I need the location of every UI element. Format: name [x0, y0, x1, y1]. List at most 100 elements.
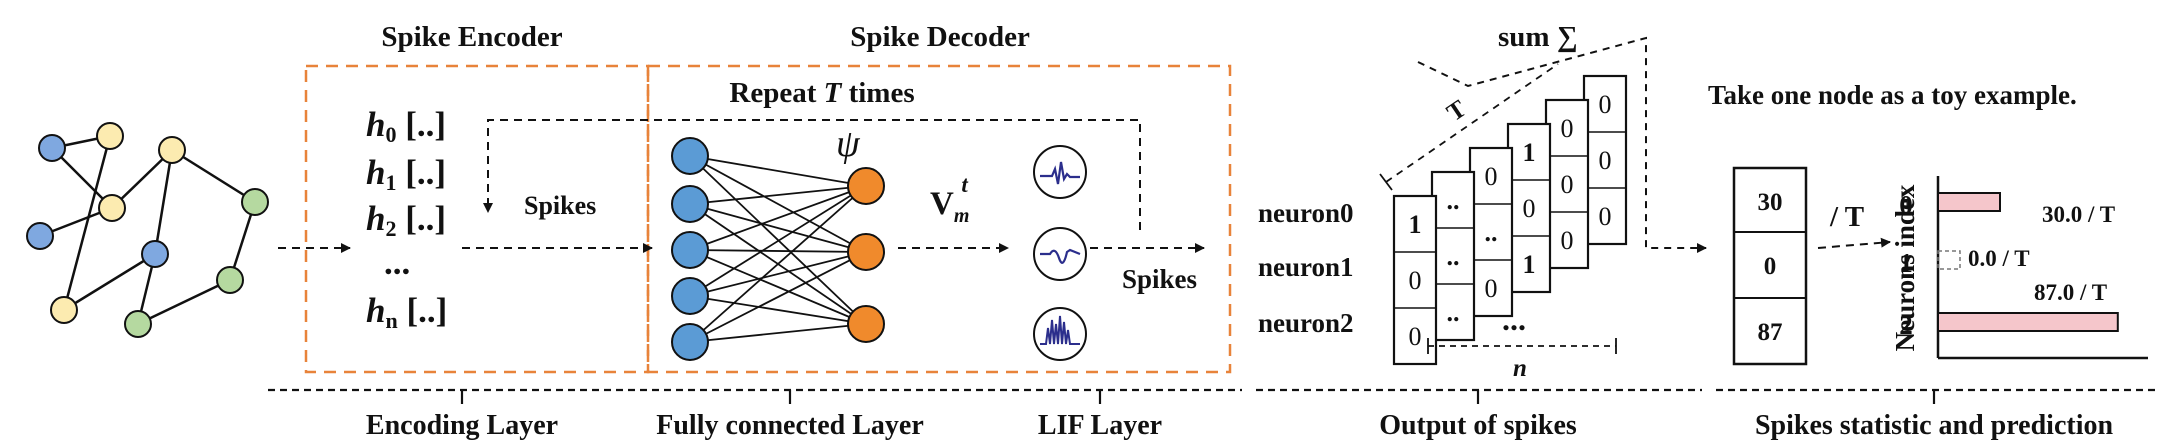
n-label: n — [1513, 355, 1527, 382]
chart-tick-label: 1 — [1899, 248, 1913, 278]
encoder-spikes-label: Spikes — [524, 191, 596, 220]
spike-encoder-title: Spike Encoder — [381, 21, 562, 53]
repeat-label: Repeat T times — [729, 77, 914, 109]
chart-tick-label: 0 — [1899, 190, 1913, 220]
arrow-to-prediction — [1817, 237, 1891, 249]
psi-symbol: ψ — [836, 123, 861, 165]
spike-value: .. — [1447, 298, 1460, 327]
spike-value: 0 — [1485, 274, 1498, 303]
repeat-loop-line — [483, 119, 1141, 230]
fc-input-neuron — [671, 323, 709, 361]
spike-value: 1 — [1409, 210, 1422, 239]
spike-count: 0 — [1764, 253, 1777, 280]
spike-value: .. — [1485, 218, 1498, 247]
lif-neuron — [1033, 227, 1087, 281]
chart-axis-title: Neurons index — [1890, 184, 1920, 351]
divide-by-t-label: / T — [1829, 201, 1864, 233]
lif-neuron — [1033, 307, 1087, 361]
fc-input-neurons — [671, 137, 709, 361]
graph-node — [96, 122, 124, 150]
svg-text:...: ... — [384, 243, 410, 282]
neuron-label: neuron2 — [1258, 308, 1354, 338]
svg-text:h0 [..]: h0 [..] — [366, 105, 446, 147]
graph-node — [38, 134, 66, 162]
svg-text:h1 [..]: h1 [..] — [366, 153, 446, 195]
chart-data-label: 87.0 / T — [2034, 280, 2107, 305]
spike-value: 0 — [1599, 146, 1612, 175]
fc-input-neuron — [671, 277, 709, 315]
spike-value: 0 — [1561, 114, 1574, 143]
spike-value: 0 — [1523, 194, 1536, 223]
lif-trace — [1040, 248, 1081, 264]
chart-data-label: 30.0 / T — [2042, 202, 2115, 227]
graph-node — [124, 310, 152, 338]
lif-trace — [1040, 161, 1080, 185]
prediction-chart: Neurons index 0 30.0 / T 1 0.0 / T 2 87.0 / T — [1890, 176, 2148, 360]
fc-input-neuron — [671, 185, 709, 223]
graph-node — [50, 296, 78, 324]
spike-value: 0 — [1561, 170, 1574, 199]
fc-output-neurons — [847, 167, 885, 343]
toy-example-caption: Take one node as a toy example. — [1708, 80, 2077, 110]
sum-label: sum ∑ — [1498, 21, 1578, 53]
t-dimension-marker — [1379, 63, 1559, 191]
t-label: T — [1442, 95, 1471, 127]
graph-node — [26, 222, 54, 250]
membrane-potential-label: Vmt — [930, 172, 969, 227]
footer-label: Fully connected Layer — [656, 410, 924, 441]
spike-frame: ...... — [1430, 170, 1476, 342]
spike-encoder-box — [304, 64, 650, 374]
spike-value: .. — [1447, 242, 1460, 271]
fc-output-neuron — [847, 167, 885, 205]
graph-node — [216, 266, 244, 294]
graph-node — [141, 240, 169, 268]
sum-bracket — [1417, 36, 1707, 253]
spike-value: 0 — [1599, 202, 1612, 231]
fully-connected-edges — [689, 155, 867, 343]
spike-frame: 0.. 0 — [1468, 146, 1514, 318]
spike-value: 1 — [1523, 250, 1536, 279]
spike-decoder-box — [646, 64, 1232, 374]
spike-count: 87 — [1758, 319, 1783, 346]
input-graph — [26, 122, 269, 338]
spike-frame: 0 0 0 — [1582, 74, 1628, 246]
svg-text:hn [..]: hn [..] — [366, 291, 447, 333]
chart-bar — [1937, 312, 2119, 332]
svg-text:h2 [..]: h2 [..] — [366, 199, 446, 241]
neuron-labels: neuron0 neuron1 neuron2 — [1258, 198, 1354, 338]
fc-input-neuron — [671, 137, 709, 175]
spike-value: 0 — [1409, 322, 1422, 351]
lif-trace — [1040, 315, 1080, 345]
chart-bar — [1937, 192, 2001, 212]
chart-data-label: 0.0 / T — [1968, 246, 2030, 271]
spike-frame: 1 0 1 — [1506, 122, 1552, 294]
graph-node — [241, 188, 269, 216]
neuron-label: neuron0 — [1258, 198, 1354, 228]
footer-labels: Encoding Layer Fully connected Layer LIF… — [366, 410, 2114, 441]
fc-output-neuron — [847, 305, 885, 343]
spike-count: 30 — [1758, 189, 1783, 216]
graph-node — [98, 194, 126, 222]
chart-bar — [1937, 250, 1961, 270]
fc-input-neuron — [671, 231, 709, 269]
spike-value: 0 — [1599, 90, 1612, 119]
spike-value: 0 — [1561, 226, 1574, 255]
n-dimension-marker — [1427, 338, 1617, 354]
encoder-rows: h0 [..] h1 [..] h2 [..] ... hn [..] — [366, 105, 447, 333]
decoder-spikes-label: Spikes — [1122, 264, 1197, 294]
spike-decoder-title: Spike Decoder — [850, 21, 1030, 53]
spike-count-column: 30 0 87 — [1732, 166, 1808, 366]
graph-node — [158, 136, 186, 164]
footer-label: LIF Layer — [1038, 410, 1162, 441]
spike-frame: 0 0 0 — [1544, 98, 1590, 270]
footer-label: Spikes statistic and prediction — [1755, 410, 2114, 441]
spike-value: 0 — [1485, 162, 1498, 191]
footer-label: Encoding Layer — [366, 410, 558, 441]
lif-neurons — [1033, 145, 1087, 361]
footer-label: Output of spikes — [1379, 410, 1577, 441]
spike-value: 1 — [1523, 138, 1536, 167]
spike-frame: 100 — [1392, 194, 1438, 366]
chart-tick-label: 2 — [1899, 310, 1913, 340]
